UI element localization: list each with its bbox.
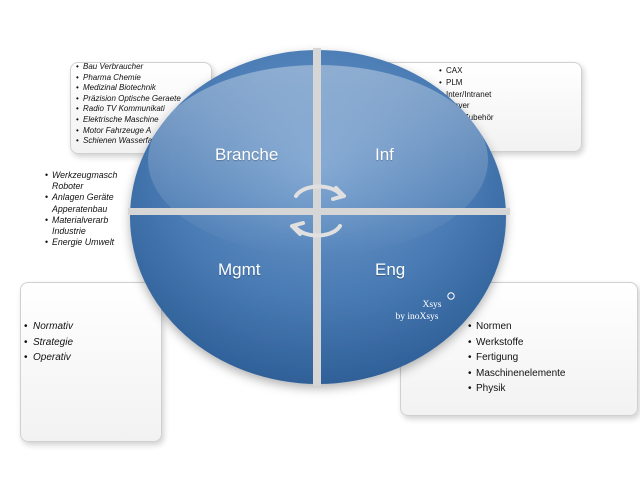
list-item: Radio TV Kommunikati — [76, 104, 187, 115]
brand-logo-icon — [447, 292, 455, 300]
quadrant-label-eng: Eng — [375, 260, 406, 279]
mgmt-list: NormativStrategieOperativ — [24, 319, 73, 366]
quadrant-label-mgmt: Mgmt — [218, 260, 261, 279]
branche-list: Bau VerbraucherPharma ChemieMedizinal Bi… — [76, 62, 187, 147]
list-item: Anlagen Geräte Apperatenbau — [45, 192, 132, 214]
list-item: Normen — [468, 319, 566, 335]
vertical-divider — [313, 48, 321, 386]
list-item: Bau Verbraucher — [76, 62, 187, 73]
list-item: Maschinenelemente — [468, 366, 565, 382]
list-item: PLM — [439, 77, 494, 89]
list-item: Medizinal Biotechnik — [76, 83, 187, 94]
list-item: Strategie — [24, 335, 73, 351]
quadrant-label-branche: Branche — [215, 145, 279, 164]
quadrant-label-inf: Inf — [375, 145, 394, 164]
list-item: Materialverarb Industrie — [45, 215, 132, 237]
list-item: CAX — [439, 65, 494, 77]
list-item: Fertigung — [468, 350, 566, 366]
brand-text: Xsys by inoXsys — [372, 299, 462, 323]
list-item: Operativ — [24, 350, 73, 366]
branche-list-continued: Werkzeugmasch RoboterAnlagen Geräte Appe… — [45, 170, 132, 249]
list-item: Präzision Optische Geraete — [76, 94, 187, 105]
list-item: Werkzeugmasch Roboter — [45, 170, 132, 192]
list-item: Physik — [468, 381, 566, 397]
list-item: Normativ — [24, 319, 73, 335]
list-item: Werkstoffe — [468, 335, 566, 351]
list-item: Pharma Chemie — [76, 73, 187, 84]
list-item: Energie Umwelt — [45, 237, 132, 248]
brand-name: Xsys — [422, 300, 442, 310]
list-item: Elektrische Maschine — [76, 115, 187, 126]
list-item: Schienen Wasserfahrzeuge — [76, 136, 187, 147]
list-item: Motor Fahrzeuge A — [76, 126, 187, 137]
brand-byline: by inoXsys — [395, 312, 439, 322]
eng-list: NormenWerkstoffeFertigungMaschinenelemen… — [468, 319, 566, 397]
cycle-arrows-icon — [290, 184, 346, 238]
